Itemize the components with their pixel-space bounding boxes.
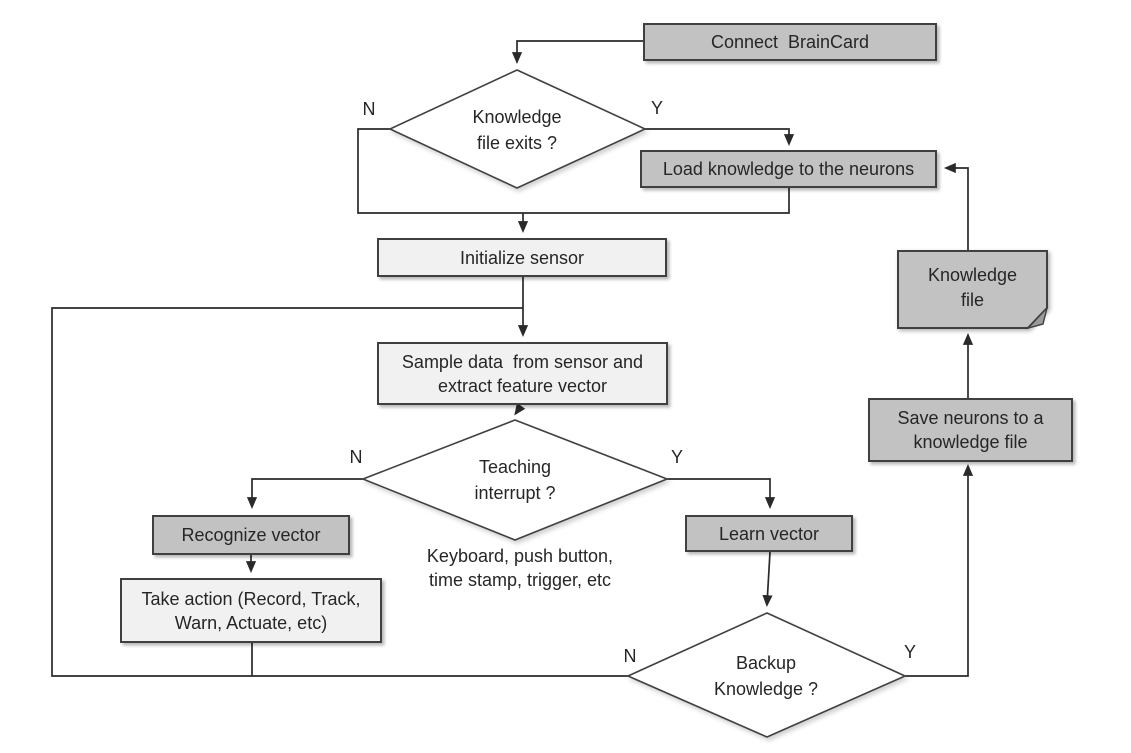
branch-label-knowledge-exists-yes: Y <box>650 98 664 118</box>
knowledge-file-document-fold <box>1025 305 1049 330</box>
connector-knowledge-exists-no-and-load-merge <box>357 128 790 214</box>
annotation-teaching-interrupt-sources: Keyboard, push button, time stamp, trigg… <box>426 546 614 590</box>
node-save-neurons: Save neurons to a knowledge file <box>868 398 1073 462</box>
connector-sample-to-teaching <box>514 402 526 416</box>
node-take-action: Take action (Record, Track, Warn, Actuat… <box>120 578 382 643</box>
decision-teaching-interrupt-shape <box>360 419 670 541</box>
knowledge-file-document-label: Knowledge file <box>927 265 1018 310</box>
node-learn-vector: Learn vector <box>685 515 853 552</box>
decision-knowledge-file-exists-shape <box>388 69 647 189</box>
branch-label-backup-no: N <box>623 646 637 666</box>
decision-backup-knowledge-label: Backup Knowledge ? <box>713 653 819 699</box>
branch-label-backup-yes: Y <box>903 642 917 662</box>
connector-knowledge-exists-yes-to-load <box>645 128 795 147</box>
connector-backup-yes-to-save <box>905 463 974 677</box>
branch-label-teaching-no: N <box>349 447 363 467</box>
branch-label-knowledge-exists-no: N <box>362 99 376 119</box>
decision-knowledge-file-exists-label: Knowledge file exits ? <box>472 107 562 153</box>
connector-teaching-yes-to-learn <box>667 478 776 510</box>
node-initialize-sensor: Initialize sensor <box>377 238 667 277</box>
connector-connect-to-knowledge-exists <box>511 40 643 65</box>
connector-loop-back-to-sample <box>51 307 628 677</box>
connector-knowledge-file-to-load <box>943 162 969 251</box>
node-sample-data: Sample data from sensor and extract feat… <box>377 342 668 405</box>
node-recognize-vector: Recognize vector <box>152 515 350 555</box>
node-connect-braincard: Connect BrainCard <box>643 23 937 61</box>
connector-learn-to-backup <box>762 551 773 608</box>
decision-backup-knowledge-shape <box>626 612 907 738</box>
branch-label-teaching-yes: Y <box>670 447 684 467</box>
connector-teaching-no-to-recognize <box>246 478 363 510</box>
node-load-knowledge: Load knowledge to the neurons <box>640 150 937 188</box>
decision-teaching-interrupt-label: Teaching interrupt ? <box>474 457 556 503</box>
